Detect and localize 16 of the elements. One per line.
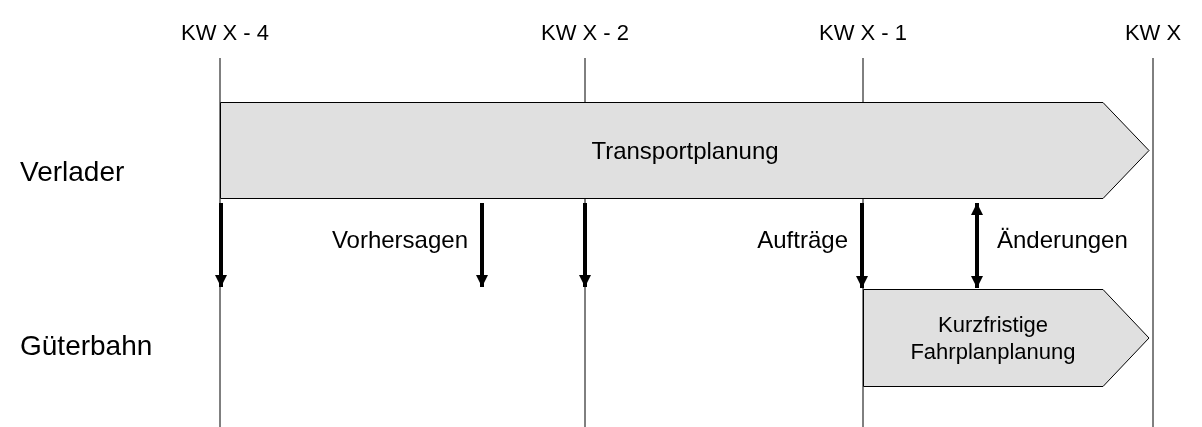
lane-label: Verlader bbox=[20, 158, 125, 186]
arrow bbox=[856, 203, 868, 288]
arrow bbox=[215, 203, 227, 287]
week-label: KW X bbox=[1124, 22, 1182, 44]
week-label: KW X - 1 bbox=[819, 22, 907, 44]
week-label: KW X - 4 bbox=[181, 22, 269, 44]
edge-label: Änderungen bbox=[997, 228, 1128, 252]
edge-label: Aufträge bbox=[757, 228, 848, 252]
edge-label: Vorhersagen bbox=[331, 228, 468, 252]
lane-label: Güterbahn bbox=[20, 332, 153, 360]
process-label: Transportplanung bbox=[591, 135, 779, 166]
arrow bbox=[476, 203, 488, 287]
process-label: Kurzfristige Fahrplanplanung bbox=[909, 310, 1077, 366]
arrow bbox=[579, 203, 591, 287]
week-label: KW X - 2 bbox=[541, 22, 629, 44]
arrow bbox=[971, 203, 983, 288]
